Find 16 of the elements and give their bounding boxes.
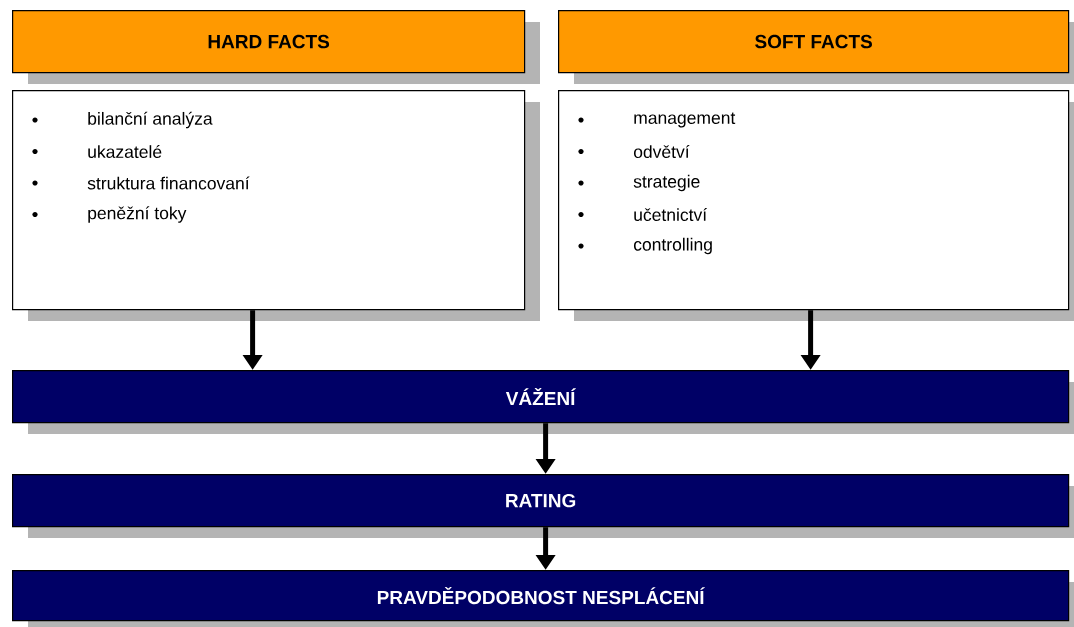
header-box: HARD FACTS: [12, 10, 540, 84]
stage-bar: RATING: [12, 474, 1074, 538]
list-box: [558, 90, 1074, 321]
list-item: strategie: [633, 174, 700, 192]
list-item: ukazatelé: [88, 144, 162, 159]
list-item: odvětví: [633, 144, 690, 159]
list-item: struktura financovaní: [87, 176, 250, 190]
stage-bar: PRAVDĚPODOBNOST NESPLÁCENÍ: [12, 570, 1074, 627]
list-item: controlling: [633, 237, 712, 255]
header-box: SOFT FACTS: [558, 10, 1074, 84]
stage-bar: VÁŽENÍ: [12, 370, 1074, 434]
list-item: peněžní toky: [88, 206, 187, 223]
list-item: bilanční analýza: [88, 111, 213, 129]
list-box: [12, 90, 540, 321]
list-item: management: [634, 112, 736, 128]
list-item: učetnictví: [634, 207, 708, 222]
